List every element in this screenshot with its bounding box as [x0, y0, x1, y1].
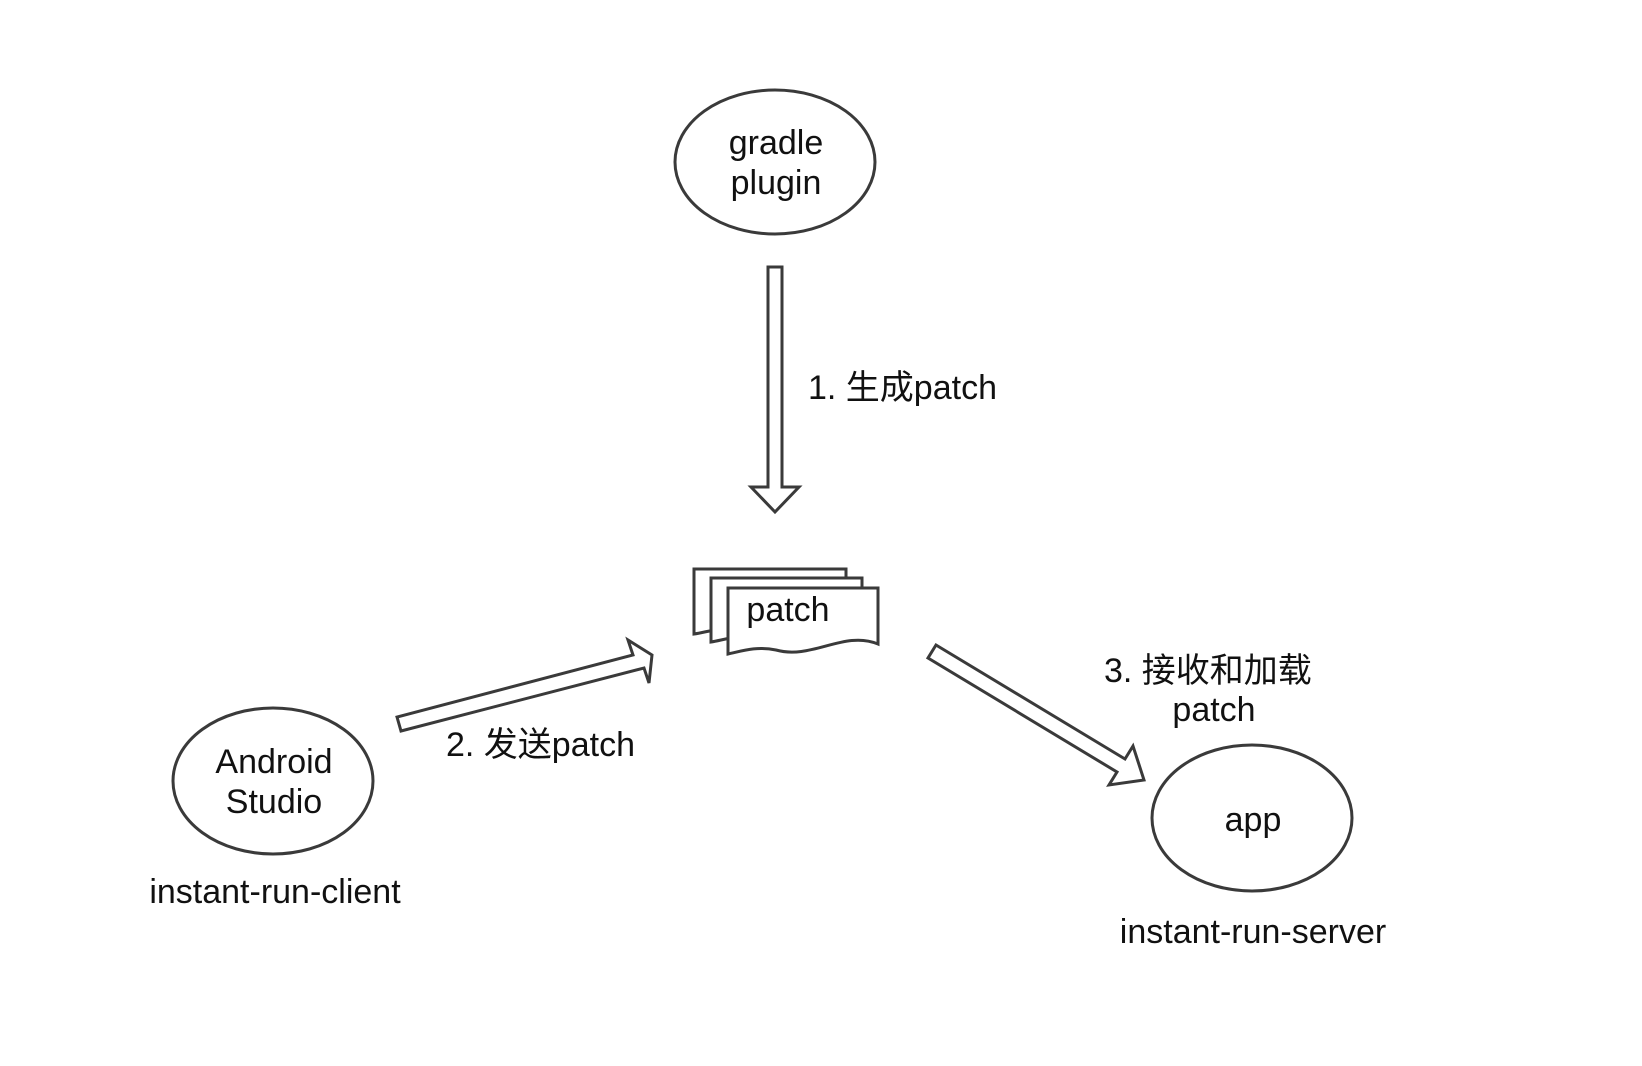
- gradle-plugin-ellipse: [673, 88, 877, 236]
- app-node: app instant-run-server: [1120, 743, 1386, 951]
- up-right-arrow-icon: [395, 636, 654, 733]
- step-2-label: 2. 发送patch: [446, 726, 635, 764]
- step-3-label-line2: patch: [1172, 691, 1255, 729]
- load-patch-arrow: [925, 642, 1146, 787]
- down-arrow-icon: [747, 265, 803, 515]
- step-1-label: 1. 生成patch: [808, 369, 997, 407]
- app-label: app: [1225, 801, 1282, 839]
- generate-patch-arrow: [747, 265, 803, 515]
- patch-label: patch: [746, 591, 829, 629]
- down-right-arrow-icon: [925, 642, 1146, 787]
- instant-run-server-caption: instant-run-server: [1120, 913, 1386, 951]
- android-studio-label-line2: Studio: [226, 783, 322, 821]
- android-studio-ellipse: [171, 706, 375, 856]
- step-3-label-line1: 3. 接收和加载: [1104, 652, 1312, 690]
- send-patch-arrow: [395, 636, 654, 733]
- app-ellipse: [1150, 743, 1354, 893]
- patch-documents: patch: [692, 567, 880, 656]
- gradle-plugin-label-line2: plugin: [731, 164, 822, 202]
- android-studio-node: Android Studio instant-run-client: [149, 706, 401, 911]
- gradle-plugin-label-line1: gradle: [729, 124, 824, 162]
- gradle-plugin-node: gradle plugin: [673, 88, 877, 236]
- instant-run-client-caption: instant-run-client: [149, 873, 401, 911]
- patch-doc-front: [726, 586, 880, 656]
- android-studio-label-line1: Android: [215, 743, 332, 781]
